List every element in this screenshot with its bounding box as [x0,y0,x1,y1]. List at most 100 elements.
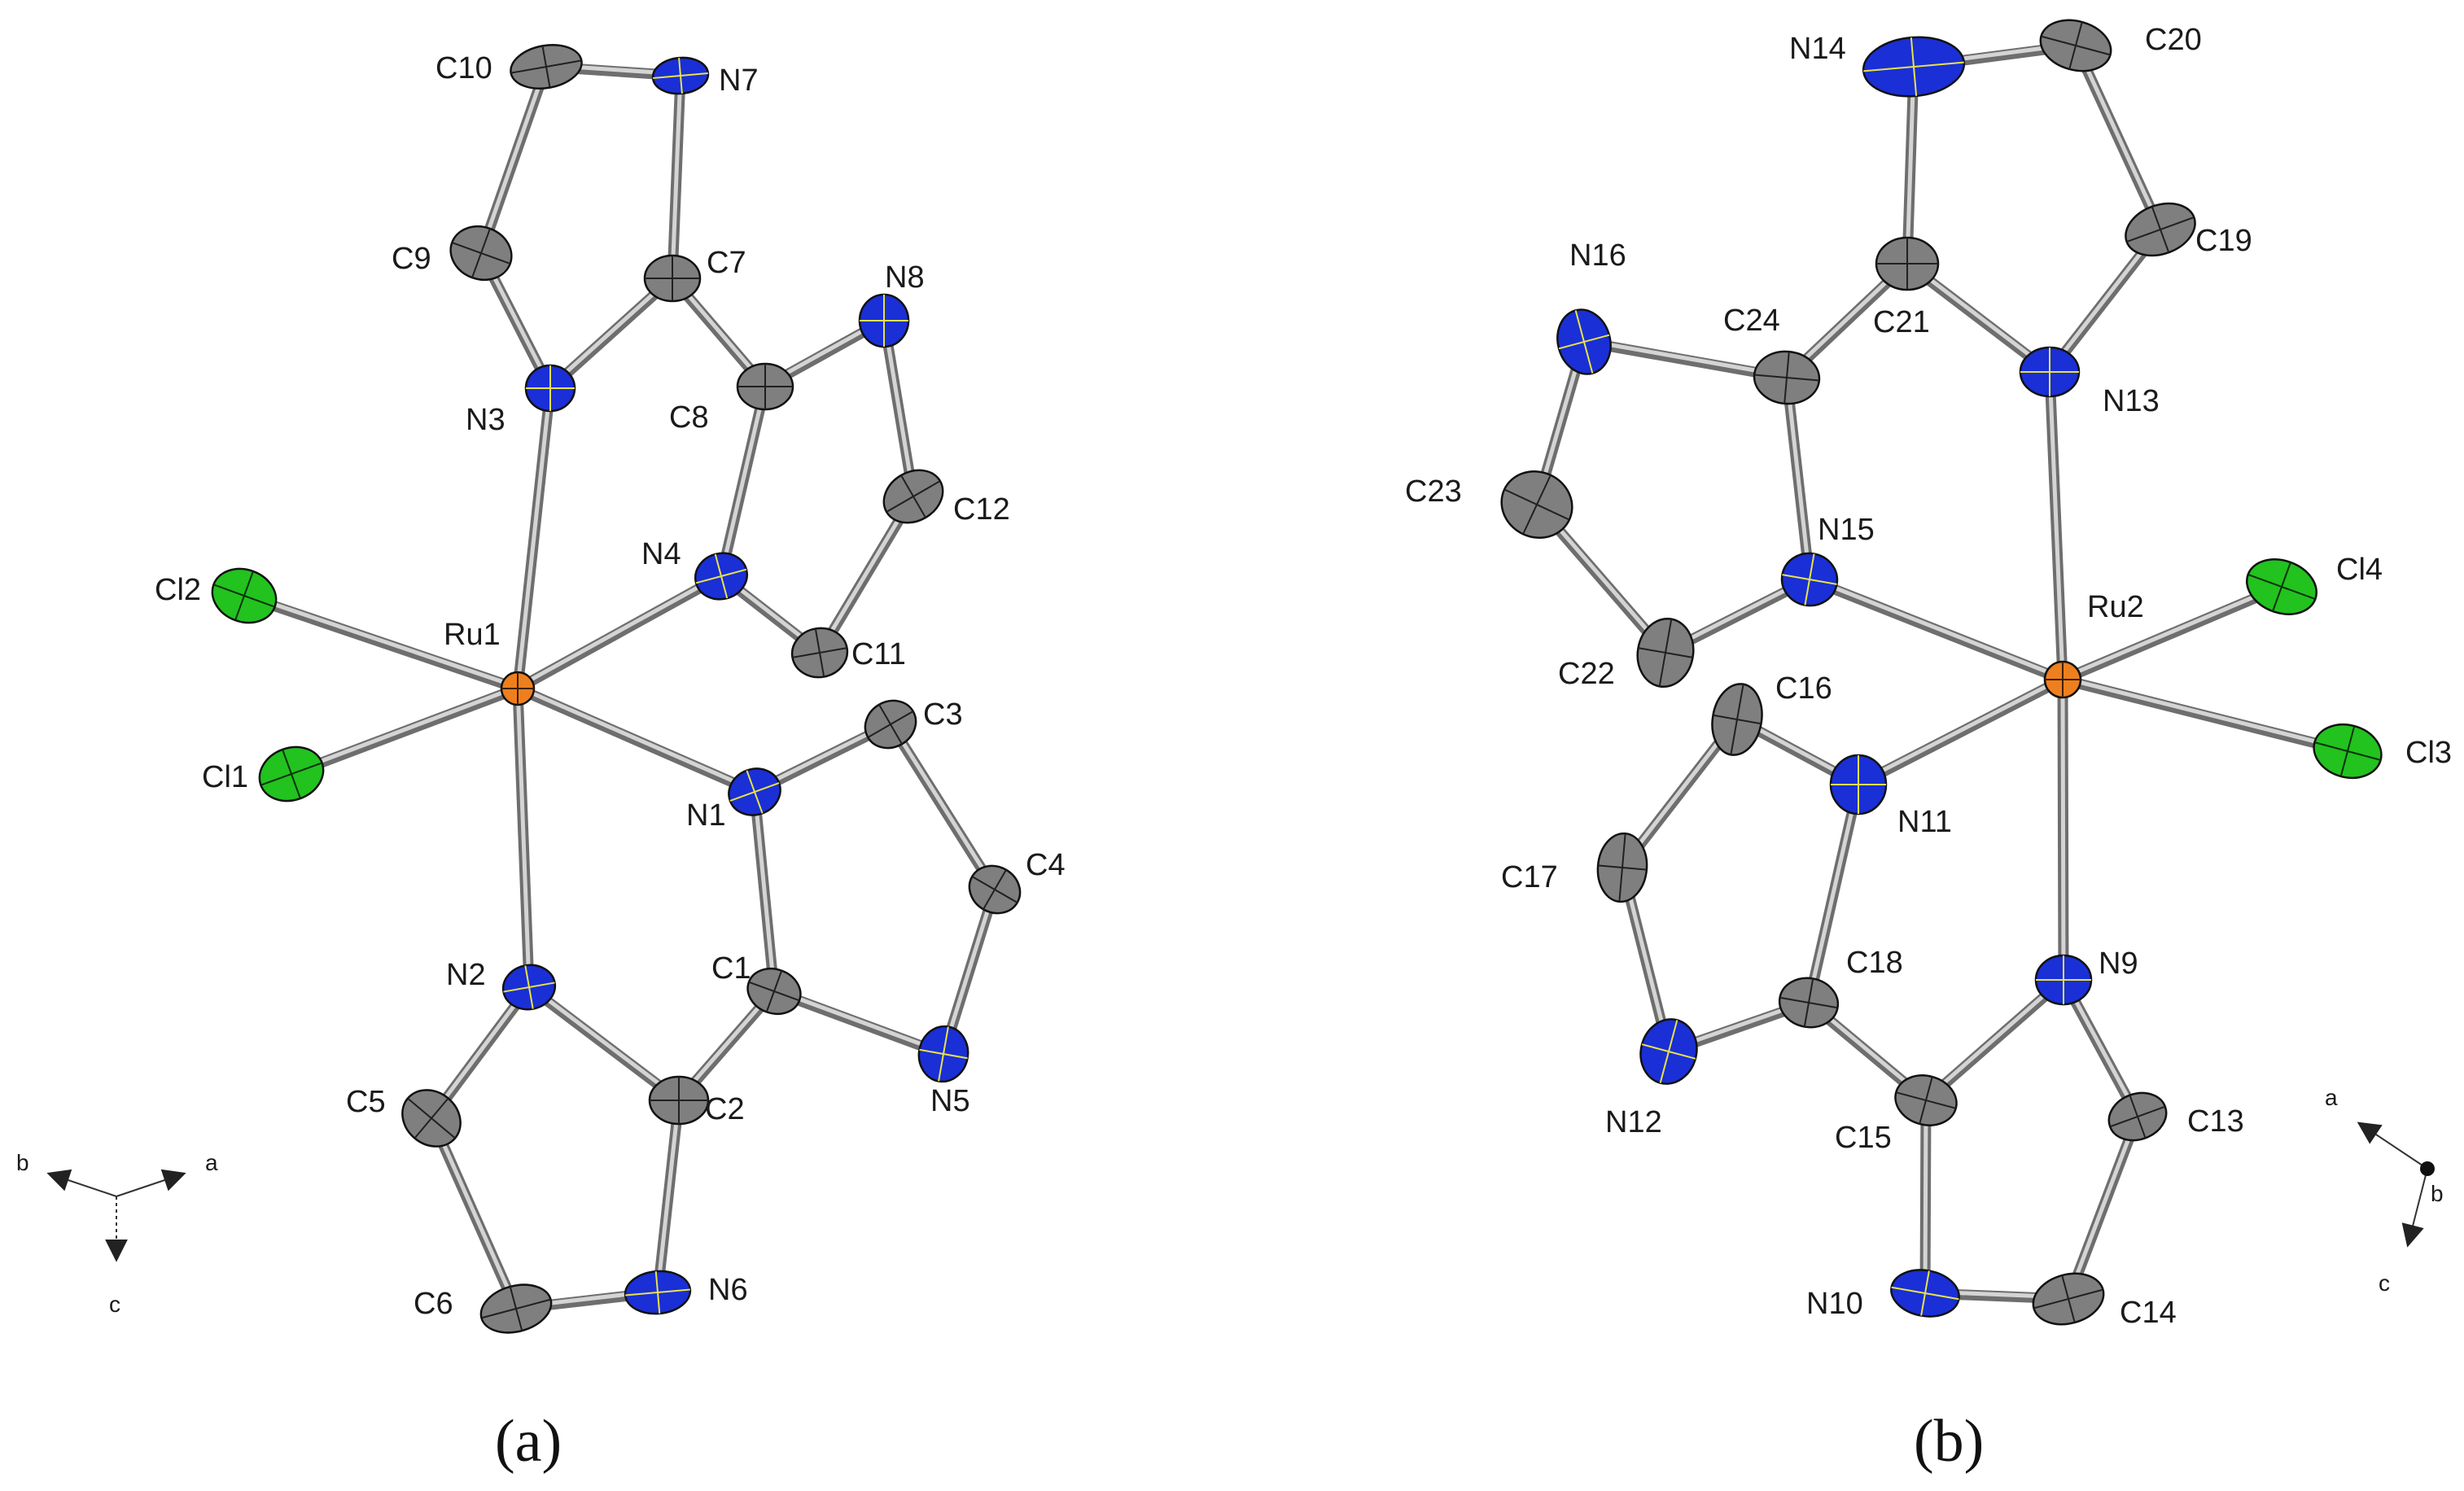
atom-C15 [1894,1074,1958,1126]
atom-N4 [694,552,748,601]
bond-highlight-C18-N11 [1806,780,1861,1003]
panel-a-atom-labels: Ru1Cl1Cl2N1N2N3N4N5N6N7N8C1C2C3C4C5C6C7C… [155,51,1066,1321]
atom-label-C5: C5 [346,1085,386,1119]
atom-label-N9: N9 [2099,947,2138,981]
caption-a: (a) [495,1408,562,1475]
panel-a-axis-indicator: b a c [16,1150,218,1317]
atom-label-C8: C8 [669,400,709,435]
atom-Cl1 [258,746,325,802]
atom-Ru2 [2043,660,2082,699]
axis-c-arrow [2401,1168,2428,1248]
atom-N5 [917,1025,969,1083]
atom-label-C24: C24 [1723,304,1780,338]
principal-axis [1658,619,1673,687]
atom-label-C14: C14 [2120,1296,2177,1330]
principal-axis [1910,37,1918,96]
principal-axis [1659,1020,1678,1083]
bond-highlight-N6-C2 [655,1096,681,1293]
bond-highlight-N7-C7 [670,72,683,279]
atom-C14 [2032,1272,2105,1326]
atom-C21 [1875,236,1940,291]
principal-axis [814,628,825,677]
bond-highlight-N15-C24 [1784,374,1812,580]
atom-label-C4: C4 [1026,848,1066,882]
atom-N10 [1890,1269,1960,1318]
atom-label-N8: N8 [885,260,925,295]
atom-N6 [624,1270,692,1315]
atom-N14 [1862,36,1966,98]
atom-N1 [728,767,781,816]
axis-b-dot [2420,1161,2435,1176]
atom-label-N12: N12 [1605,1105,1662,1139]
bond-highlight-Ru2-N9 [2060,676,2066,981]
principal-axis [1920,1270,1930,1316]
atom-C8 [736,362,794,411]
atom-label-N1: N1 [686,798,726,833]
atom-label-N7: N7 [719,63,759,98]
principal-axis [234,571,254,621]
principal-axis [1574,310,1594,374]
bond-highlight-Ru1-N2 [515,684,532,988]
atom-label-N13: N13 [2103,384,2160,418]
atom-label-C20: C20 [2145,23,2202,57]
atom-N13 [2019,346,2081,398]
atom-C22 [1636,617,1695,689]
axis-a-arrow [2357,1122,2428,1170]
atom-C13 [2107,1091,2168,1142]
principal-axis [746,770,764,814]
atom-label-Cl2: Cl2 [155,573,201,607]
principal-axis [471,228,491,278]
atom-label-C16: C16 [1775,671,1832,706]
atom-C10 [510,44,583,90]
axis-b-label: b [16,1150,29,1175]
atom-N15 [1780,552,1839,607]
atom-label-C11: C11 [851,637,906,671]
atom-label-C21: C21 [1873,305,1930,339]
principal-axis [2129,1095,2147,1139]
atom-N11 [1829,754,1888,815]
principal-axis [1618,833,1626,902]
atom-label-C1: C1 [711,951,751,986]
principal-axis [678,57,683,94]
atom-label-N5: N5 [930,1084,970,1118]
atom-label-C7: C7 [707,246,746,280]
atom-label-N3: N3 [466,403,505,437]
atom-C4 [968,864,1022,915]
principal-axis [1730,684,1744,755]
bond-highlight-Ru1-N4 [515,572,724,689]
atom-Cl2 [211,567,278,624]
bond-highlight-C19-C20 [2073,42,2163,230]
principal-axis [878,704,903,745]
atom-C2 [648,1075,710,1126]
axis-c-label: c [109,1292,120,1317]
atom-N7 [651,56,710,95]
atom-label-C18: C18 [1846,946,1903,980]
atom-C20 [2039,19,2112,72]
atom-N8 [858,293,910,348]
principal-axis [983,869,1007,910]
panel-a-atoms [211,44,1022,1334]
atom-label-C13: C13 [2187,1104,2244,1139]
atom-label-N2: N2 [446,958,486,992]
atom-N12 [1639,1018,1698,1085]
axis-a-label: a [2325,1085,2338,1110]
bond-highlight-N5-C1 [772,987,946,1055]
panel-b-molecule: Ru2Cl3Cl4N9N10N11N12N13N14N15N16C13C14C1… [1405,19,2452,1330]
principal-axis [714,553,729,599]
bond-highlight-Ru1-N3 [515,384,553,689]
bond-highlight-Ru2-Cl3 [2060,676,2350,752]
axis-c-label: c [2379,1270,2390,1296]
atom-label-C12: C12 [953,492,1010,527]
bond-highlight-C24-N16 [1582,338,1789,378]
bond-highlight-N10-C15 [1923,1096,1928,1294]
principal-axis [509,1286,523,1331]
atom-label-N4: N4 [641,537,681,571]
axis-a-label: a [205,1150,218,1175]
atom-label-Cl4: Cl4 [2336,553,2383,587]
principal-axis [900,474,926,518]
principal-axis [2272,562,2291,612]
caption-b: (b) [1914,1408,1984,1475]
atom-Cl3 [2313,723,2383,780]
atom-C16 [1711,683,1763,756]
